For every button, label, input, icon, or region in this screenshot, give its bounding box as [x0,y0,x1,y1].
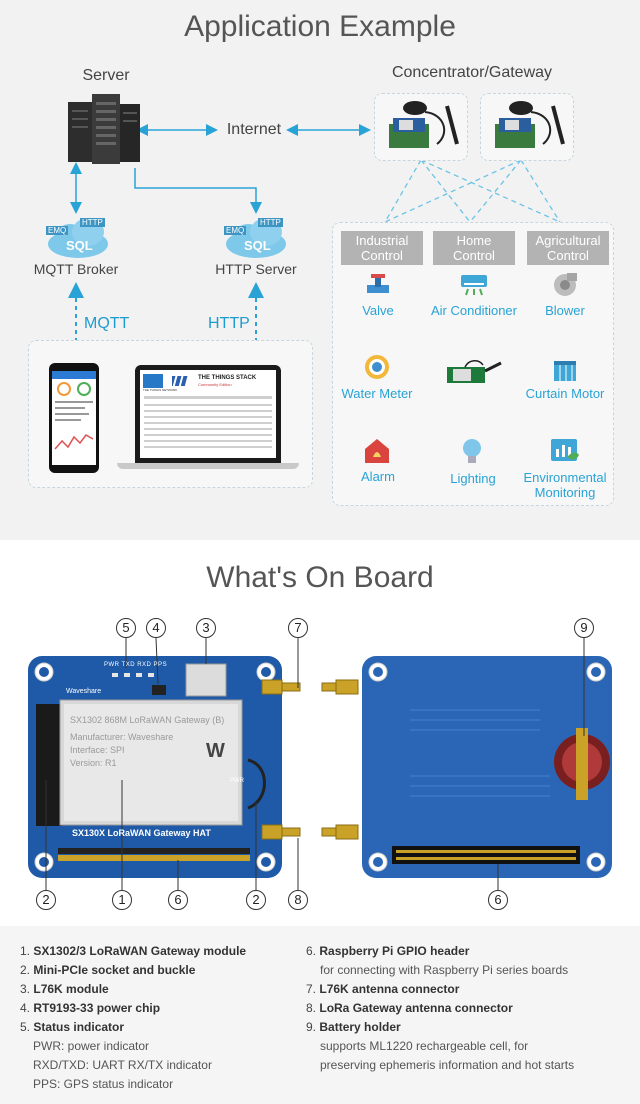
laptop-icon: THE THINGS NETWORK THE THINGS STACK Comm… [135,365,281,463]
laptop-subheader: Community Edition [198,382,232,387]
alarm-label: Alarm [361,469,395,484]
mqtt-broker-cloud-icon: EMQ HTTP SQL [44,212,112,262]
phone-icon [49,363,99,473]
feature-list-panel [0,926,640,1104]
server-icon [68,94,140,164]
server-label: Server [82,67,130,84]
callout-2a: 2 [36,890,56,910]
callout-4: 4 [146,618,166,638]
gateway-board-icon [495,101,565,148]
curtain-motor-label: Curtain Motor [525,386,605,401]
http-tag: HTTP [80,218,105,227]
feature-sub: supports ML1220 rechargeable cell, for [320,1039,529,1053]
feature-sub: PWR: power indicator [33,1039,150,1053]
blower-label: Blower [545,303,585,318]
concentrator-label: Concentrator/Gateway [391,64,553,81]
emq-tag: EMQ [46,226,69,235]
callout-8: 8 [288,890,308,910]
valve-icon [367,274,389,293]
feature-sub: for connecting with Raspberry Pi series … [320,963,569,977]
internet-label: Internet [226,121,282,138]
board-title: What's On Board [206,561,434,594]
pwr-label: PWR [230,778,244,784]
water-meter-icon [365,355,389,379]
sql-tag: SQL [66,238,93,253]
http-server-label: HTTP Server [215,261,297,277]
gateway-unit-1 [374,93,468,161]
environmental-monitoring-icon [551,439,579,461]
feature-item: 8. LoRa Gateway antenna connector [306,1001,513,1015]
feature-item: 9. Battery holder [306,1020,401,1034]
valve-label: Valve [362,303,394,318]
hat-name-label: SX130X LoRaWAN Gateway HAT [72,828,211,838]
blower-icon [554,273,577,296]
led-labels: PWR TXD RXD PPS [104,662,168,668]
callout-5: 5 [116,618,136,638]
feature-item: 1. SX1302/3 LoRaWAN Gateway module [20,944,247,958]
http-link-label: HTTP [208,315,250,332]
laptop-header: THE THINGS STACK [198,375,257,381]
callout-9: 9 [574,618,594,638]
section-title: Application Example [184,10,456,43]
air-conditioner-icon [461,275,487,296]
feature-sub: PPS: GPS status indicator [33,1077,174,1091]
curtain-motor-icon [554,361,576,381]
http-tag: HTTP [258,218,283,227]
sql-tag: SQL [244,238,271,253]
whats-on-board-section: What's On Board [0,540,640,1104]
feature-item: 2. Mini-PCIe socket and buckle [20,963,196,977]
emq-tag: EMQ [224,226,247,235]
gateway-module-icon [447,360,502,383]
feature-item: 4. RT9193-33 power chip [20,1001,161,1015]
lighting-icon [463,439,481,463]
callout-6a: 6 [168,890,188,910]
callout-1: 1 [112,890,132,910]
callout-7: 7 [288,618,308,638]
client-devices-box: THE THINGS NETWORK THE THINGS STACK Comm… [28,340,313,488]
callout-2b: 2 [246,890,266,910]
waveshare-logo: W [206,740,225,762]
mqtt-link-label: MQTT [84,315,130,332]
laptop-base [117,463,299,469]
http-server-cloud-icon: EMQ HTTP SQL [222,212,290,262]
callout-3: 3 [196,618,216,638]
water-meter-label: Water Meter [341,386,413,401]
application-example-section: Application Example [0,0,640,540]
feature-item: 5. Status indicator [20,1020,125,1034]
feature-sub: preserving ephemeris information and hot… [320,1058,575,1072]
brand-label: Waveshare [66,688,102,695]
ttn-logo-text: THE THINGS NETWORK [143,388,178,392]
feature-sub: RXD/TXD: UART RX/TX indicator [33,1058,212,1072]
board-illustration [28,637,612,890]
gateway-unit-2 [480,93,574,161]
air-conditioner-label: Air Conditioner [431,303,517,318]
feature-item: 3. L76K module [20,982,109,996]
module-label: SX1302 868M LoRaWAN Gateway (B) Manufact… [70,715,225,768]
laptop-table-graphic [144,396,272,448]
lighting-label: Lighting [450,471,496,486]
callout-6b: 6 [488,890,508,910]
alarm-icon [365,439,389,463]
feature-item: 7. L76K antenna connector [306,982,460,996]
feature-item: 6. Raspberry Pi GPIO header [306,944,470,958]
gateway-board-icon [389,101,459,148]
mqtt-broker-label: MQTT Broker [33,261,119,277]
